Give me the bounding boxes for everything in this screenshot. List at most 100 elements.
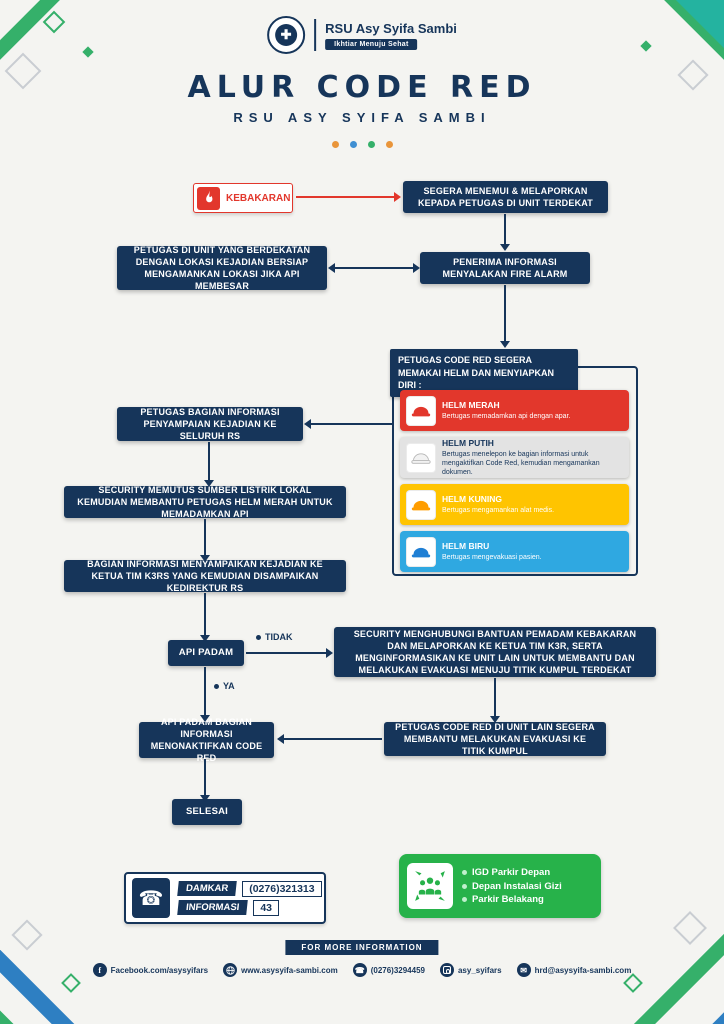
bullet-icon <box>214 683 219 689</box>
arrow-line <box>204 667 206 717</box>
informasi-number: 43 <box>253 899 279 916</box>
phone-glyph: ☎ <box>354 965 365 975</box>
decoration-diamond <box>82 46 94 58</box>
arrow-line <box>246 652 326 654</box>
facebook-link[interactable]: f Facebook.com/asysyifars <box>92 963 209 977</box>
facebook-glyph: f <box>98 965 101 975</box>
arrow-line <box>208 442 210 480</box>
brand-divider <box>314 19 317 51</box>
node-unit-terdekat: PETUGAS DI UNIT YANG BERDEKATAN DENGAN L… <box>117 245 327 291</box>
damkar-row: DAMKAR (0276)321313 <box>177 880 322 897</box>
decoration-diamond <box>42 10 66 34</box>
flame-icon <box>197 186 220 210</box>
helmet-blue-icon <box>406 536 436 567</box>
instagram-icon <box>439 963 454 977</box>
telephone-icon: ☎ <box>132 878 170 918</box>
damkar-number: (0276)321313 <box>242 880 322 897</box>
node-nonaktif-code-red: API PADAM BAGIAN INFORMASI MENONAKTIFKAN… <box>139 717 274 763</box>
assembly-point-text: Parkir Belakang <box>472 894 544 905</box>
contact-links-row: f Facebook.com/asysyifars www.asysyifa-s… <box>0 963 724 977</box>
assembly-point-item: IGD Parkir Depan <box>462 867 562 878</box>
website-link[interactable]: www.asysyifa-sambi.com <box>223 963 338 977</box>
arrow-line <box>310 423 392 425</box>
branch-label-tidak: TIDAK <box>256 632 293 642</box>
helm-section-header: PETUGAS CODE RED SEGERA MEMAKAI HELM DAN… <box>390 349 578 397</box>
helm-name: HELM PUTIH <box>442 437 494 448</box>
node-evakuasi-unit-lain: PETUGAS CODE RED DI UNIT LAIN SEGERA MEM… <box>384 722 606 756</box>
node-bagian-informasi: PETUGAS BAGIAN INFORMASI PENYAMPAIAN KEJ… <box>117 407 303 441</box>
globe-icon <box>223 963 238 977</box>
node-kebakaran: KEBAKARAN <box>193 183 293 213</box>
node-security-listrik: SECURITY MEMUTUS SUMBER LISTRIK LOKAL KE… <box>64 485 346 519</box>
page-subtitle: RSU ASY SYIFA SAMBI <box>233 110 491 125</box>
facebook-icon: f <box>92 963 107 977</box>
decoration-diamond <box>673 911 707 945</box>
phone-link[interactable]: ☎ (0276)3294459 <box>352 963 425 977</box>
arrow-head <box>500 341 510 348</box>
arrow-head <box>394 192 401 202</box>
facebook-text: Facebook.com/asysyifars <box>110 965 209 975</box>
accent-dots <box>0 141 724 148</box>
assembly-point-text: Depan Instalasi Gizi <box>472 880 562 892</box>
phone-text: (0276)3294459 <box>370 965 425 975</box>
hospital-logo: ✚ <box>267 16 306 54</box>
node-report: SEGERA MENEMUI & MELAPORKAN KEPADA PETUG… <box>403 181 608 213</box>
email-glyph: ✉ <box>520 965 527 975</box>
instagram-text: asy_syifars <box>457 965 502 975</box>
helmet-white-icon <box>406 442 436 473</box>
arrow-head <box>204 480 214 487</box>
instagram-link[interactable]: asy_syifars <box>439 963 502 977</box>
helmet-yellow-icon <box>406 489 436 520</box>
bullet-icon <box>256 634 261 640</box>
damkar-label: DAMKAR <box>177 881 238 896</box>
phone-icon: ☎ <box>352 963 367 977</box>
arrow-line <box>283 738 382 740</box>
arrow-head <box>200 555 210 562</box>
arrow-line <box>504 214 506 244</box>
decoration-diamond <box>640 40 652 52</box>
bullet-icon <box>462 883 467 889</box>
assembly-point-item: Depan Instalasi Gizi <box>462 881 562 892</box>
branch-label-text: YA <box>223 681 235 691</box>
node-lapor-k3rs: BAGIAN INFORMASI MENYAMPAIKAN KEJADIAN K… <box>64 559 346 593</box>
arrow-head <box>277 734 284 744</box>
arrow-head <box>490 716 500 723</box>
arrow-line <box>204 593 206 635</box>
accent-dot <box>385 141 393 148</box>
bullet-icon <box>462 897 467 902</box>
brand-header: ✚ RSU Asy Syifa Sambi Ikhtiar Menuju Seh… <box>267 16 457 54</box>
assembly-point-item: Parkir Belakang <box>462 894 562 905</box>
informasi-label: INFORMASI <box>177 900 249 915</box>
website-text: www.asysyifa-sambi.com <box>241 965 338 975</box>
assembly-points-list: IGD Parkir Depan Depan Instalasi Gizi Pa… <box>462 865 562 908</box>
arrow-head <box>200 635 210 642</box>
informasi-row: INFORMASI 43 <box>177 899 322 916</box>
arrow-head <box>200 795 210 802</box>
assembly-point-icon <box>407 863 453 909</box>
arrow-line <box>494 678 496 716</box>
helm-name: HELM MERAH <box>442 399 500 410</box>
email-link[interactable]: ✉ hrd@asysyifa-sambi.com <box>516 963 632 977</box>
org-tagline: Ikhtiar Menuju Sehat <box>325 38 418 50</box>
email-text: hrd@asysyifa-sambi.com <box>534 965 632 975</box>
node-api-padam: API PADAM <box>168 640 244 666</box>
arrow-head <box>304 419 311 429</box>
arrow-line <box>296 196 394 198</box>
assembly-point-text: IGD Parkir Depan <box>472 867 551 878</box>
decoration-diamond <box>11 919 43 951</box>
node-kebakaran-label: KEBAKARAN <box>226 192 291 204</box>
emergency-phone-box: ☎ DAMKAR (0276)321313 INFORMASI 43 <box>124 872 326 924</box>
more-information-banner: FOR MORE INFORMATION <box>285 940 439 955</box>
hospital-logo-emblem: ✚ <box>275 24 298 46</box>
arrow-line <box>334 267 414 269</box>
email-icon: ✉ <box>516 963 531 977</box>
node-hubungi-damkar: SECURITY MENGHUBUNGI BANTUAN PEMADAM KEB… <box>334 627 656 677</box>
helm-name: HELM KUNING <box>442 493 502 504</box>
branch-label-text: TIDAK <box>265 632 293 642</box>
telephone-glyph: ☎ <box>138 887 164 910</box>
accent-dot <box>367 141 375 148</box>
arrow-head <box>413 263 420 273</box>
